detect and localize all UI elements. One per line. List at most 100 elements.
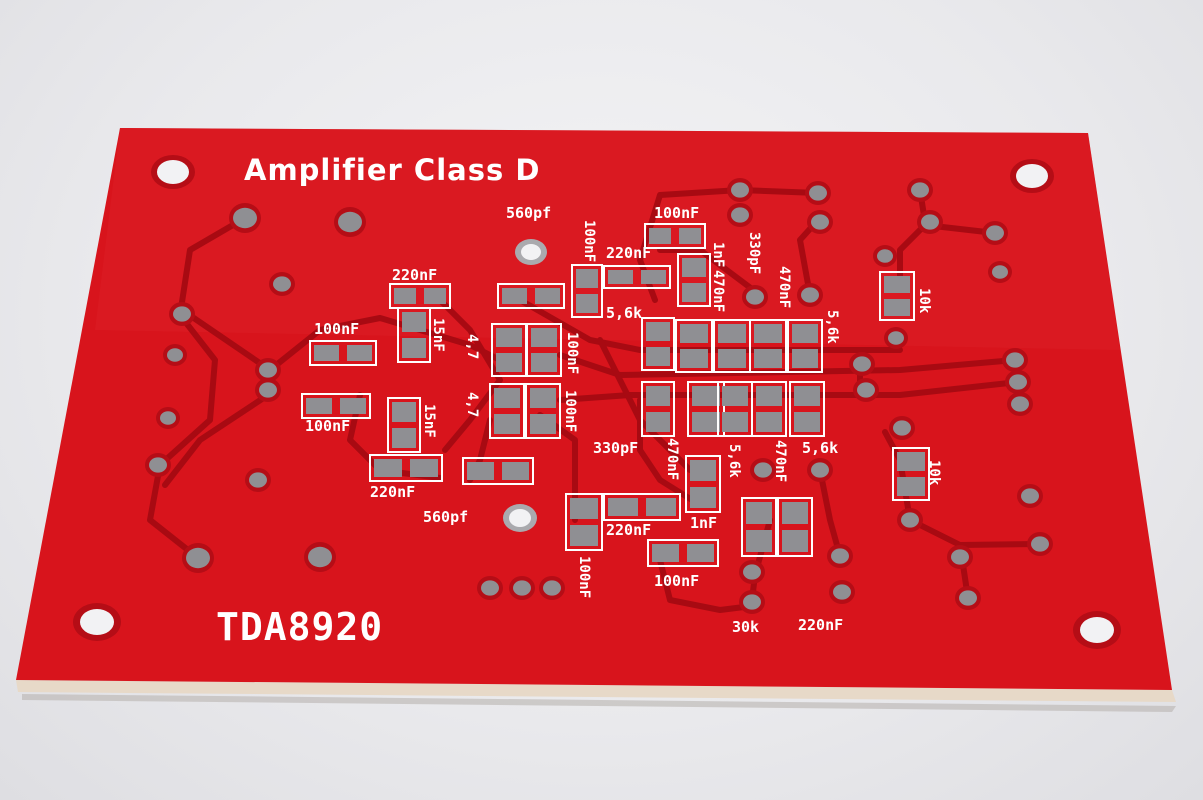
through-hole-pad-copper	[338, 211, 362, 233]
through-hole-pad-copper	[259, 362, 277, 378]
part-number-label: TDA8920	[216, 605, 383, 649]
through-hole-pad-copper	[901, 512, 919, 528]
through-hole-pad-copper	[959, 590, 977, 606]
through-hole-pad-copper	[167, 348, 183, 362]
component-outline	[641, 381, 675, 437]
smd-pad	[467, 462, 494, 480]
component-outline	[892, 447, 930, 501]
component-outline	[789, 381, 825, 437]
label-10k-top: 10k	[916, 288, 932, 314]
smd-pad	[608, 498, 638, 516]
component-outline	[751, 381, 787, 437]
through-hole-pad-copper	[308, 546, 332, 568]
component-outline	[685, 455, 721, 513]
label-5-6k-top-right: 5,6k	[824, 310, 840, 344]
label-100nf-bottom-mid: 100nF	[654, 572, 699, 590]
through-hole-pad-copper	[259, 382, 277, 398]
smd-pad	[884, 276, 910, 293]
smd-pad	[531, 328, 557, 347]
label-5-6k-bottom-b: 5,6k	[802, 439, 838, 457]
smd-pad	[897, 452, 925, 471]
smd-pad	[570, 525, 598, 546]
smd-pad	[646, 322, 670, 341]
smd-pad	[530, 414, 556, 434]
board-edge	[16, 680, 1176, 702]
smd-pad	[374, 459, 402, 477]
through-hole-pad-copper	[811, 214, 829, 230]
through-hole-pad-copper	[992, 265, 1008, 279]
component-outline	[301, 393, 371, 419]
smd-pad	[682, 258, 706, 277]
smd-pad	[692, 412, 720, 432]
through-hole-pad-copper	[273, 276, 291, 292]
component-outline	[787, 319, 823, 373]
label-330pf-top: 330pF	[746, 232, 762, 274]
smd-pad	[608, 270, 633, 284]
component-outline	[644, 223, 706, 249]
through-hole-pad-copper	[986, 225, 1004, 241]
label-330pf-bottom: 330pF	[593, 439, 638, 457]
label-15nf-a: 15nF	[430, 318, 446, 352]
smd-pad	[680, 324, 708, 343]
label-4-7-b: 4,7	[464, 392, 480, 417]
component-outline	[497, 283, 565, 309]
board-sheen	[95, 128, 1120, 350]
label-5-6k-top-left: 5,6k	[606, 304, 642, 322]
through-hole-pad-copper	[833, 584, 851, 600]
label-4-7-a: 4,7	[464, 334, 480, 359]
component-outline	[526, 323, 562, 377]
label-10k-bottom: 10k	[926, 460, 942, 486]
smd-pad	[410, 459, 438, 477]
smd-pad	[792, 349, 818, 368]
component-outline	[397, 307, 431, 363]
label-1nf-top: 1nF	[710, 242, 726, 267]
label-470nf-top-b: 470nF	[776, 266, 792, 308]
through-hole-pad-copper	[1031, 536, 1049, 552]
label-470nf-bottom-a: 470nF	[664, 438, 680, 480]
through-hole-pad-copper	[921, 214, 939, 230]
through-hole-pad-copper	[731, 182, 749, 198]
smd-pad	[402, 312, 426, 332]
smd-pad	[646, 347, 670, 366]
component-outline	[741, 497, 777, 557]
through-hole-pad-copper	[857, 382, 875, 398]
smd-pad	[692, 386, 720, 406]
smd-pad	[347, 345, 372, 361]
through-hole-pads	[145, 178, 1053, 614]
through-hole-pad-copper	[743, 564, 761, 580]
component-outline	[525, 383, 561, 439]
smd-pad	[756, 386, 782, 406]
through-hole-pad-copper	[877, 249, 893, 263]
smd-pad	[746, 502, 772, 524]
smd-pads	[301, 223, 930, 567]
label-100nf-mid-a: 100nF	[564, 332, 580, 374]
component-outline	[603, 493, 681, 521]
label-560pf-top: 560pf	[506, 204, 551, 222]
through-hole-pad-copper	[831, 548, 849, 564]
through-hole-pad-copper	[1009, 374, 1027, 390]
label-220nf-bottom-right: 220nF	[798, 616, 843, 634]
through-hole-pad-copper	[186, 547, 210, 569]
smd-pad	[754, 349, 782, 368]
component-outline	[571, 264, 603, 318]
smd-pad	[394, 288, 416, 304]
through-hole-pad-copper	[811, 462, 829, 478]
board-title: Amplifier Class D	[244, 153, 540, 187]
smd-pad	[494, 388, 520, 408]
smd-pad	[794, 412, 820, 432]
through-hole-pad-copper	[481, 580, 499, 596]
component-outline	[675, 319, 713, 373]
label-30k: 30k	[732, 618, 759, 636]
board-shadow	[22, 694, 1176, 712]
smd-pad	[897, 477, 925, 496]
smd-pad	[314, 345, 339, 361]
smd-pad	[884, 299, 910, 316]
component-outline	[749, 319, 787, 373]
component-outline	[489, 383, 525, 439]
smd-pad	[646, 412, 670, 432]
through-hole-pad-copper	[233, 207, 257, 229]
component-outline	[387, 397, 421, 453]
component-outline	[641, 317, 675, 371]
smd-pad	[718, 324, 746, 343]
label-220nf-top-left: 220nF	[392, 266, 437, 284]
